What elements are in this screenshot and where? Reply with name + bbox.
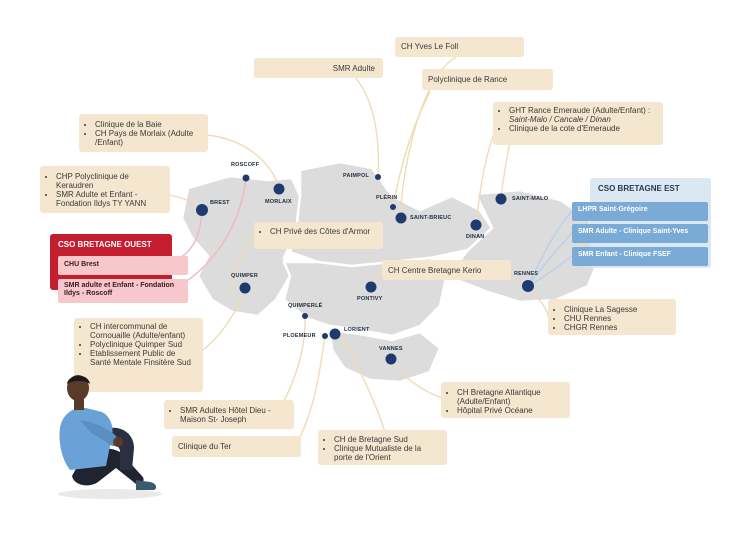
box-bretagne-sud: CH de Bretagne Sud Clinique Mutualiste d…	[318, 430, 447, 465]
box-clinique-ter: Clinique du Ter	[172, 436, 301, 457]
box-item: CH de Bretagne Sud	[334, 435, 441, 444]
box-text: SMR Adulte	[332, 64, 375, 73]
dot-saint-brieuc	[395, 212, 407, 224]
dot-rennes	[522, 280, 534, 292]
city-label-plerin: PLÉRIN	[376, 195, 398, 201]
box-yves-le-foll: CH Yves Le Foll	[395, 37, 524, 57]
cso-east-title: CSO BRETAGNE EST	[598, 184, 680, 193]
dot-quimper	[239, 282, 251, 294]
cso-east-item-lhpr: LHPR Saint-Grégoire	[572, 202, 708, 221]
dot-brest	[196, 204, 208, 216]
box-text: CH Yves Le Foll	[401, 42, 459, 51]
box-smr-adulte: SMR Adulte	[254, 58, 383, 78]
box-item: GHT Rance Emeraude (Adulte/Enfant) : Sai…	[509, 106, 657, 124]
box-centre-bretagne: CH Centre Bretagne Kerio	[382, 260, 511, 280]
box-text: Polyclinique de Rance	[428, 75, 508, 84]
city-label-pontivy: PONTIVY	[357, 296, 383, 302]
dot-roscoff	[242, 174, 250, 182]
box-item: Polyclinique Quimper Sud	[90, 340, 197, 349]
dot-vannes	[385, 353, 397, 365]
city-label-paimpol: PAIMPOL	[343, 173, 370, 179]
dot-lorient	[329, 328, 341, 340]
city-label-saint-malo: SAINT-MALO	[512, 196, 549, 202]
box-item: CH Pays de Morlaix (Adulte /Enfant)	[95, 129, 202, 147]
city-label-lorient: LORIENT	[344, 327, 370, 333]
box-bretagne-atlantique: CH Bretagne Atlantique (Adulte/Enfant) H…	[441, 382, 570, 418]
dot-pontivy	[365, 281, 377, 293]
box-item: SMR Adultes Hôtel Dieu - Maison St- Jose…	[180, 406, 288, 424]
box-item: CH Bretagne Atlantique (Adulte/Enfant)	[457, 388, 564, 406]
city-label-rennes: RENNES	[514, 271, 539, 277]
box-morlaix: Clinique de la Baie CH Pays de Morlaix (…	[79, 114, 208, 152]
box-prive-cotes: CH Privé des Côtes d'Armor	[254, 222, 383, 249]
box-item: CHGR Rennes	[564, 323, 670, 332]
city-label-vannes: VANNES	[379, 346, 403, 352]
region-cotes-armor	[288, 160, 494, 268]
box-text: Clinique du Ter	[178, 442, 232, 451]
box-item: Clinique de la Baie	[95, 120, 202, 129]
city-label-saint-brieuc: SAINT-BRIEUC	[410, 215, 452, 221]
dot-plerin	[390, 204, 396, 210]
box-item: CHU Rennes	[564, 314, 670, 323]
box-item: Clinique La Sagesse	[564, 305, 670, 314]
box-quimper: CH intercommunal de Cornouaille (Adulte/…	[74, 318, 203, 392]
dot-ploemeur	[322, 333, 328, 339]
box-hotel-dieu: SMR Adultes Hôtel Dieu - Maison St- Jose…	[164, 400, 294, 429]
cso-west-title: CSO BRETAGNE OUEST	[58, 240, 152, 249]
dot-quimperle	[302, 313, 308, 319]
city-label-roscoff: ROSCOFF	[231, 162, 260, 168]
cso-east-item-fsef: SMR Enfant - Clinique FSEF	[572, 247, 708, 266]
region-sud-morbihan	[328, 328, 442, 384]
box-item: Hôpital Privé Océane	[457, 406, 564, 415]
region-finistere	[180, 174, 302, 318]
city-label-morlaix: MORLAIX	[265, 199, 292, 205]
city-label-brest: BREST	[210, 200, 230, 206]
city-dots	[196, 174, 534, 365]
box-item: CH intercommunal de Cornouaille (Adulte/…	[90, 322, 197, 340]
box-brest: CHP Polyclinique de Keraudren SMR Adulte…	[40, 166, 170, 213]
box-item: Clinique Mutualiste de la porte de l'Ori…	[334, 444, 441, 462]
box-item: Etablissement Public de Santé Mentale Fi…	[90, 349, 197, 367]
box-item: CH Privé des Côtes d'Armor	[270, 227, 377, 236]
box-item: Clinique de la cote d'Emeraude	[509, 124, 657, 133]
city-label-quimper: QUIMPER	[231, 273, 259, 279]
box-text: CH Centre Bretagne Kerio	[388, 266, 482, 275]
box-item: SMR Adulte et Enfant - Fondation Ildys T…	[56, 190, 164, 208]
dot-dinan	[470, 219, 482, 231]
box-ght-rance: GHT Rance Emeraude (Adulte/Enfant) : Sai…	[493, 102, 663, 145]
dot-paimpol	[375, 174, 381, 180]
box-rennes: Clinique La Sagesse CHU Rennes CHGR Renn…	[548, 299, 676, 335]
dot-saint-malo	[495, 193, 507, 205]
cso-east-item-saint-yves: SMR Adulte - Clinique Saint-Yves	[572, 224, 708, 243]
cso-west-item-chu-brest: CHU Brest	[58, 256, 188, 275]
cso-west-item-smr-roscoff: SMR adulte et Enfant - Fondation Ildys -…	[58, 279, 188, 303]
dot-morlaix	[273, 183, 285, 195]
city-label-dinan: DINAN	[466, 234, 485, 240]
box-polyclinique-rance: Polyclinique de Rance	[422, 69, 553, 90]
city-label-quimperle: QUIMPERLÉ	[288, 303, 323, 309]
box-item: CHP Polyclinique de Keraudren	[56, 172, 164, 190]
box-item-italic: Saint-Malo / Cancale / Dinan	[509, 115, 611, 124]
city-label-ploemeur: PLOEMEUR	[283, 333, 316, 339]
person-illustration	[58, 375, 162, 499]
